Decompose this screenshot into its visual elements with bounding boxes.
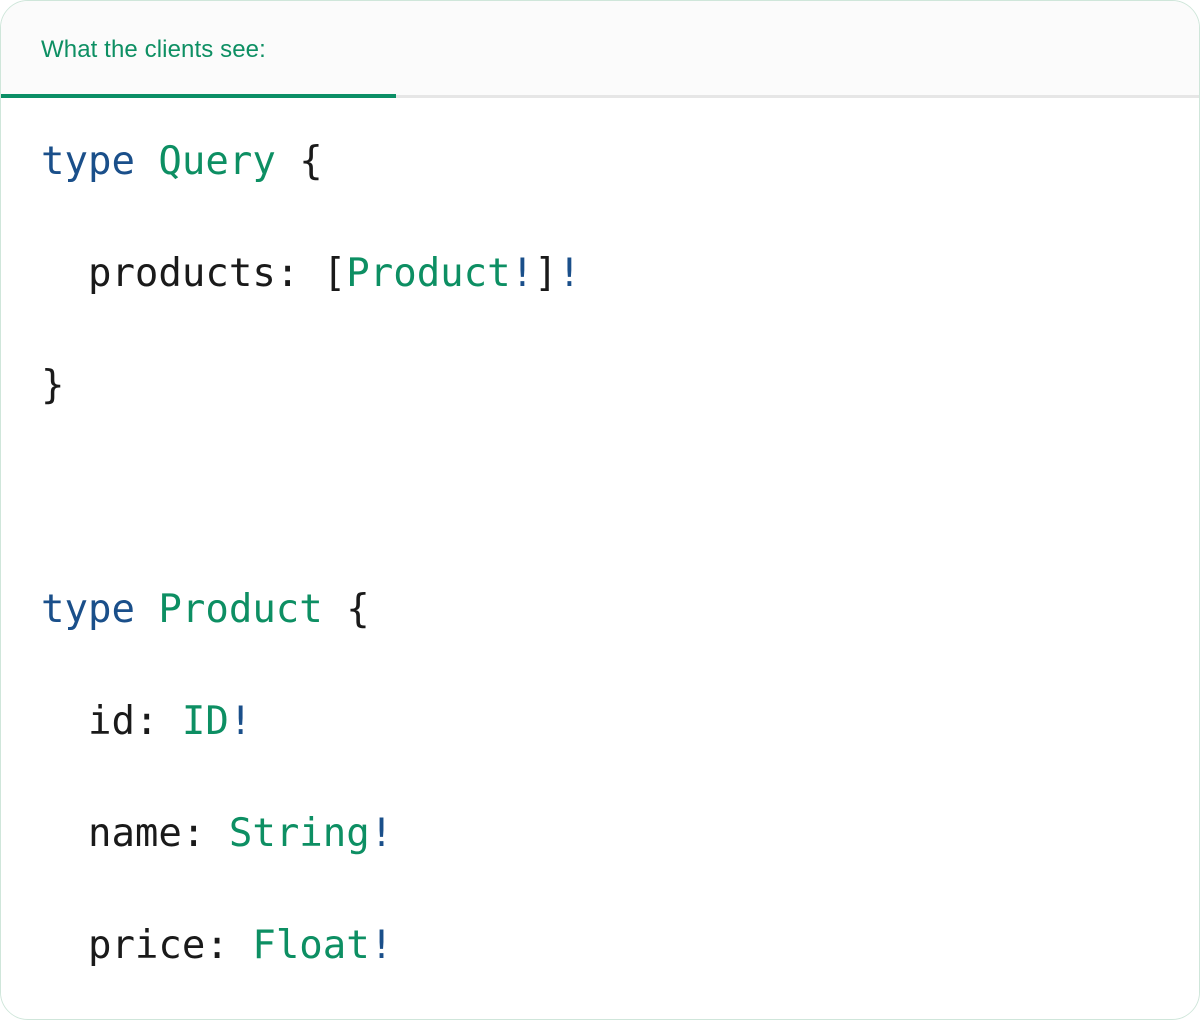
code-token-type: String (228, 811, 370, 856)
code-token-bang: ! (228, 699, 253, 744)
code-token-keyword: type (41, 587, 135, 632)
code-token-punct: { (346, 587, 370, 632)
code-token-plain (323, 587, 346, 632)
code-area[interactable]: type Query { products: [Product!]! } typ… (1, 98, 1199, 1018)
code-token-plain (276, 139, 299, 184)
code-token-type: Product (158, 587, 323, 632)
code-token-type: Float (252, 923, 370, 968)
code-token-field: price (87, 923, 206, 968)
code-token-keyword: type (41, 139, 135, 184)
code-token-punct: : (134, 699, 182, 744)
code-token-bang: ! (369, 811, 394, 856)
code-token-type: Query (158, 139, 276, 184)
code-token-punct: [ (322, 251, 347, 296)
code-line: price: Float! (41, 918, 1159, 974)
code-token-field: name (87, 811, 182, 856)
code-token-field: id (87, 699, 135, 744)
code-token-plain (41, 251, 88, 296)
code-token-punct: } (41, 363, 65, 408)
tab-label: What the clients see: (41, 35, 266, 63)
code-line (41, 470, 1159, 526)
code-token-bang: ! (369, 923, 394, 968)
code-root: type Query { products: [Product!]! } typ… (41, 134, 1159, 1018)
graphql-schema-code: type Query { products: [Product!]! } typ… (41, 134, 1159, 1018)
tab-what-the-clients-see[interactable]: What the clients see: (1, 1, 396, 98)
code-token-plain (135, 587, 158, 632)
code-token-punct: { (299, 139, 323, 184)
code-token-field: products (87, 251, 276, 296)
code-token-plain (41, 811, 88, 856)
code-token-punct: : (205, 923, 253, 968)
code-token-punct: : (275, 251, 323, 296)
code-token-plain (41, 699, 88, 744)
code-line: } (41, 358, 1159, 414)
code-token-plain (135, 139, 158, 184)
code-token-punct: : (181, 811, 229, 856)
code-line: type Product { (41, 582, 1159, 638)
code-token-plain (41, 923, 88, 968)
code-token-punct: ] (534, 251, 558, 296)
code-line: products: [Product!]! (41, 246, 1159, 302)
code-token-type: Product (346, 251, 511, 296)
code-token-bang: ! (557, 251, 582, 296)
tab-strip: What the clients see: (1, 1, 1199, 98)
code-line: name: String! (41, 806, 1159, 862)
code-token-type: ID (181, 699, 229, 744)
code-line: id: ID! (41, 694, 1159, 750)
code-line: type Query { (41, 134, 1159, 190)
code-token-bang: ! (510, 251, 535, 296)
